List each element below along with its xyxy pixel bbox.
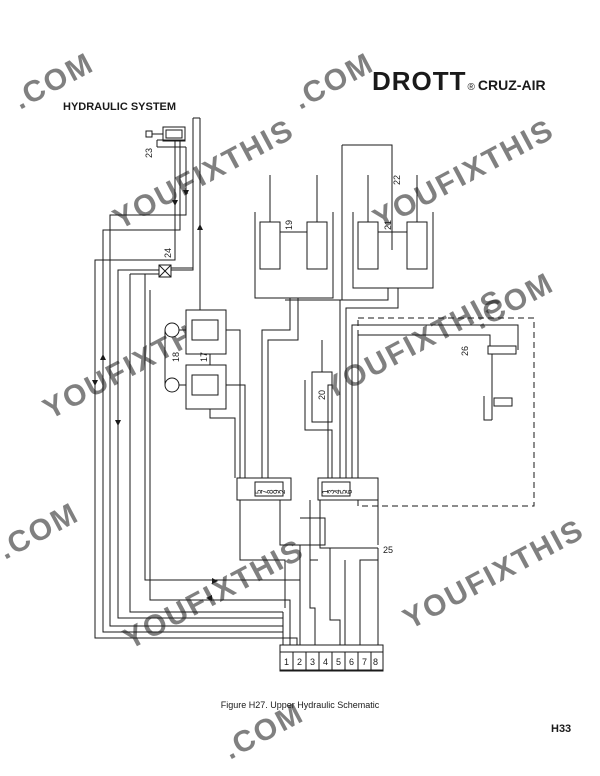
manifold-port: 5 bbox=[336, 657, 341, 667]
valve-left-port: 8 bbox=[266, 489, 275, 494]
label-21: 21 bbox=[383, 220, 393, 230]
component-24: 24 bbox=[130, 248, 193, 278]
valve-left-port: 5 bbox=[254, 489, 263, 494]
outer-lines bbox=[92, 117, 301, 639]
valve-right-port: 1 bbox=[321, 489, 330, 494]
label-26: 26 bbox=[460, 346, 470, 356]
component-26: 26 bbox=[351, 317, 535, 507]
manifold-feed-lines bbox=[206, 545, 346, 645]
figure-caption: Figure H27. Upper Hydraulic Schematic bbox=[220, 700, 380, 710]
valve-left-port: 2 bbox=[278, 489, 287, 494]
manifold-port: 3 bbox=[310, 657, 315, 667]
brand-name: DROTT bbox=[372, 66, 467, 96]
component-23: 23 bbox=[144, 126, 186, 158]
label-19: 19 bbox=[284, 220, 294, 230]
component-20: 20 bbox=[304, 340, 333, 478]
valve-left-port: 7 bbox=[260, 489, 269, 494]
manifold-block: 1 2 3 4 5 6 7 8 bbox=[279, 644, 384, 672]
watermark-short: .COM bbox=[288, 47, 380, 117]
watermark: YOUFIXTHIS bbox=[398, 513, 590, 636]
label-24: 24 bbox=[163, 248, 173, 258]
label-18: 18 bbox=[171, 352, 181, 362]
component-21: 21 22 bbox=[285, 144, 434, 478]
watermark-short: .COM bbox=[0, 497, 85, 567]
manifold-port: 7 bbox=[362, 657, 367, 667]
manifold-port: 4 bbox=[323, 657, 328, 667]
manifold-port: 1 bbox=[284, 657, 289, 667]
manifold-port: 2 bbox=[297, 657, 302, 667]
manifold-port: 8 bbox=[373, 657, 378, 667]
label-25: 25 bbox=[383, 545, 393, 555]
label-23: 23 bbox=[144, 148, 154, 158]
brand-model: CRUZ-AIR bbox=[477, 77, 546, 93]
valve-right-port: 3 bbox=[327, 489, 336, 494]
component-17-18: 18 17 bbox=[164, 305, 246, 478]
section-title: HYDRAULIC SYSTEM bbox=[63, 101, 177, 113]
brand-mark: ® bbox=[467, 82, 475, 93]
component-19: 19 bbox=[254, 175, 334, 478]
page-number: H33 bbox=[551, 723, 572, 735]
control-valve-right: 1 3 4 5 6 25 bbox=[309, 477, 393, 645]
label-17: 17 bbox=[199, 352, 209, 362]
label-22: 22 bbox=[392, 175, 402, 185]
watermark: YOUFIXTHIS bbox=[368, 113, 560, 236]
watermark: YOUFIXTHIS bbox=[108, 113, 300, 236]
label-20: 20 bbox=[317, 390, 327, 400]
watermark-short: .COM bbox=[468, 267, 560, 337]
valve-left-port: 9 bbox=[272, 489, 281, 494]
valve-right-port: 6 bbox=[345, 489, 354, 494]
brand-logo: DROTT ® CRUZ-AIR bbox=[372, 66, 546, 97]
valve-right-port: 4 bbox=[333, 489, 342, 494]
valve-right-port: 5 bbox=[339, 489, 348, 494]
manifold-port: 6 bbox=[349, 657, 354, 667]
control-valve-left: 5 7 8 9 2 bbox=[236, 477, 326, 608]
